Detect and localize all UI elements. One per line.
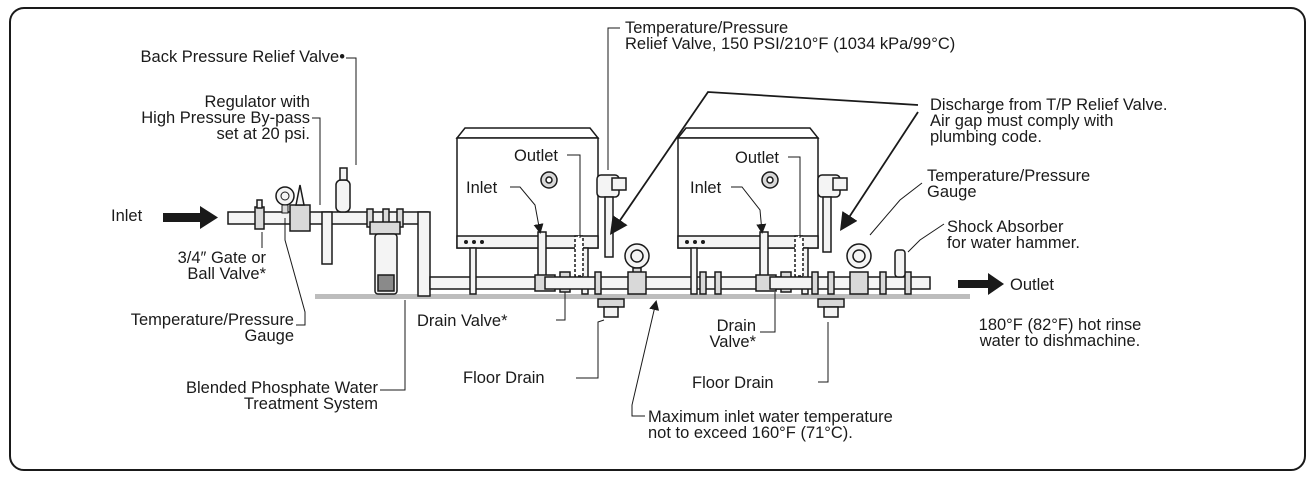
label-outlet-main: Outlet [1010, 276, 1055, 294]
label-tp-relief-valve: Temperature/Pressure Relief Valve, 150 P… [625, 19, 956, 53]
label-drain-valve-2: Drain Valve* [709, 317, 756, 351]
label-floor-drain-2: Floor Drain [692, 374, 774, 392]
leader-lines [261, 27, 945, 417]
label-back-pressure-relief-valve: Back Pressure Relief Valve• [140, 48, 345, 66]
label-inlet: Inlet [111, 207, 143, 225]
outlet-pipe [769, 249, 931, 295]
right-gauge [846, 243, 872, 269]
label-shock-absorber: Shock Absorber for water hammer. [947, 218, 1080, 252]
label-drain-valve-1: Drain Valve* [417, 312, 508, 330]
label-treatment-system: Blended Phosphate Water Treatment System [185, 379, 378, 413]
label-outlet-heater-1: Outlet [514, 147, 559, 165]
label-inlet-heater-1: Inlet [466, 179, 498, 197]
booster-heater-2 [676, 127, 820, 295]
inlet-arrow [163, 206, 218, 229]
label-tp-gauge-left: Temperature/Pressure Gauge [130, 311, 294, 345]
treatment-cartridge [369, 221, 401, 295]
label-tp-gauge-right: Temperature/Pressure Gauge [927, 167, 1091, 201]
floor-drain-1 [597, 298, 625, 318]
inlet-pipe [227, 167, 546, 297]
label-outlet-heater-2: Outlet [735, 149, 780, 167]
floor-drain-2 [817, 298, 845, 318]
booster-heater-1 [455, 127, 600, 295]
label-regulator: Regulator with High Pressure By-pass set… [141, 93, 310, 143]
outlet-arrow [958, 273, 1004, 295]
label-gate-valve: 3/4″ Gate or Ball Valve* [177, 249, 266, 283]
label-discharge: Discharge from T/P Relief Valve. Air gap… [930, 96, 1168, 146]
floor-line [315, 294, 970, 299]
label-floor-drain-1: Floor Drain [463, 369, 545, 387]
label-hot-rinse: 180°F (82°F) hot rinse water to dishmach… [978, 316, 1142, 350]
label-inlet-heater-2: Inlet [690, 179, 722, 197]
diagram-frame [9, 7, 1306, 471]
left-gauge [275, 186, 295, 214]
label-max-inlet-temp: Maximum inlet water temperature not to e… [648, 408, 893, 442]
